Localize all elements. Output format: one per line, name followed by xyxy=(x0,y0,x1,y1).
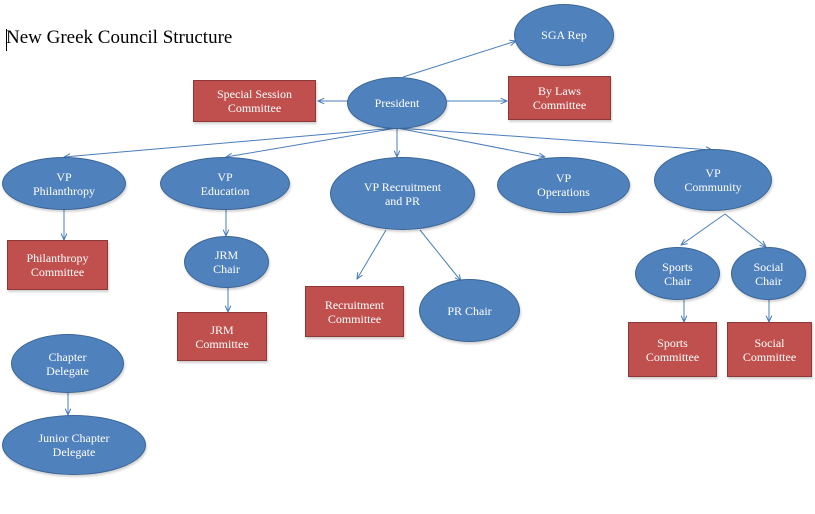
connector-vp-community-sports-chair xyxy=(681,213,726,245)
node-president: President xyxy=(347,77,447,129)
node-jrm-committee: JRM Committee xyxy=(177,312,267,361)
node-vp-education: VP Education xyxy=(160,157,290,210)
connector-president-sga-rep xyxy=(402,41,516,78)
connector-president-vp-philanthropy xyxy=(64,127,398,157)
node-pr-chair: PR Chair xyxy=(419,279,520,342)
node-vp-operations: VP Operations xyxy=(497,157,630,213)
node-social-committee: Social Committee xyxy=(727,322,812,377)
page-title: New Greek Council Structure xyxy=(6,27,233,48)
node-chapter-delegate: Chapter Delegate xyxy=(11,334,124,393)
node-social-chair: Social Chair xyxy=(731,247,806,300)
connector-vp-recruitment-pr-chair xyxy=(419,229,461,281)
connector-vp-recruitment-committee xyxy=(357,229,387,279)
node-sports-chair: Sports Chair xyxy=(635,247,720,300)
connector-president-vp-operations xyxy=(396,127,545,157)
node-junior-chapter-delegate: Junior Chapter Delegate xyxy=(2,415,146,475)
node-vp-philanthropy: VP Philanthropy xyxy=(2,157,126,210)
node-special-session-committee: Special Session Committee xyxy=(193,80,316,122)
node-recruitment-committee: Recruitment Committee xyxy=(305,286,404,337)
connector-president-vp-education xyxy=(226,127,398,157)
text-cursor xyxy=(6,29,7,51)
node-sga-rep: SGA Rep xyxy=(514,4,614,66)
connector-vp-community-social-chair xyxy=(724,213,766,247)
node-sports-committee: Sports Committee xyxy=(628,322,717,377)
node-philanthropy-committee: Philanthropy Committee xyxy=(7,240,108,290)
node-by-laws-committee: By Laws Committee xyxy=(508,76,611,120)
node-jrm-chair: JRM Chair xyxy=(184,236,269,288)
connector-president-vp-community xyxy=(396,127,712,150)
node-vp-recruitment-pr: VP Recruitment and PR xyxy=(330,157,475,230)
node-vp-community: VP Community xyxy=(654,149,772,211)
